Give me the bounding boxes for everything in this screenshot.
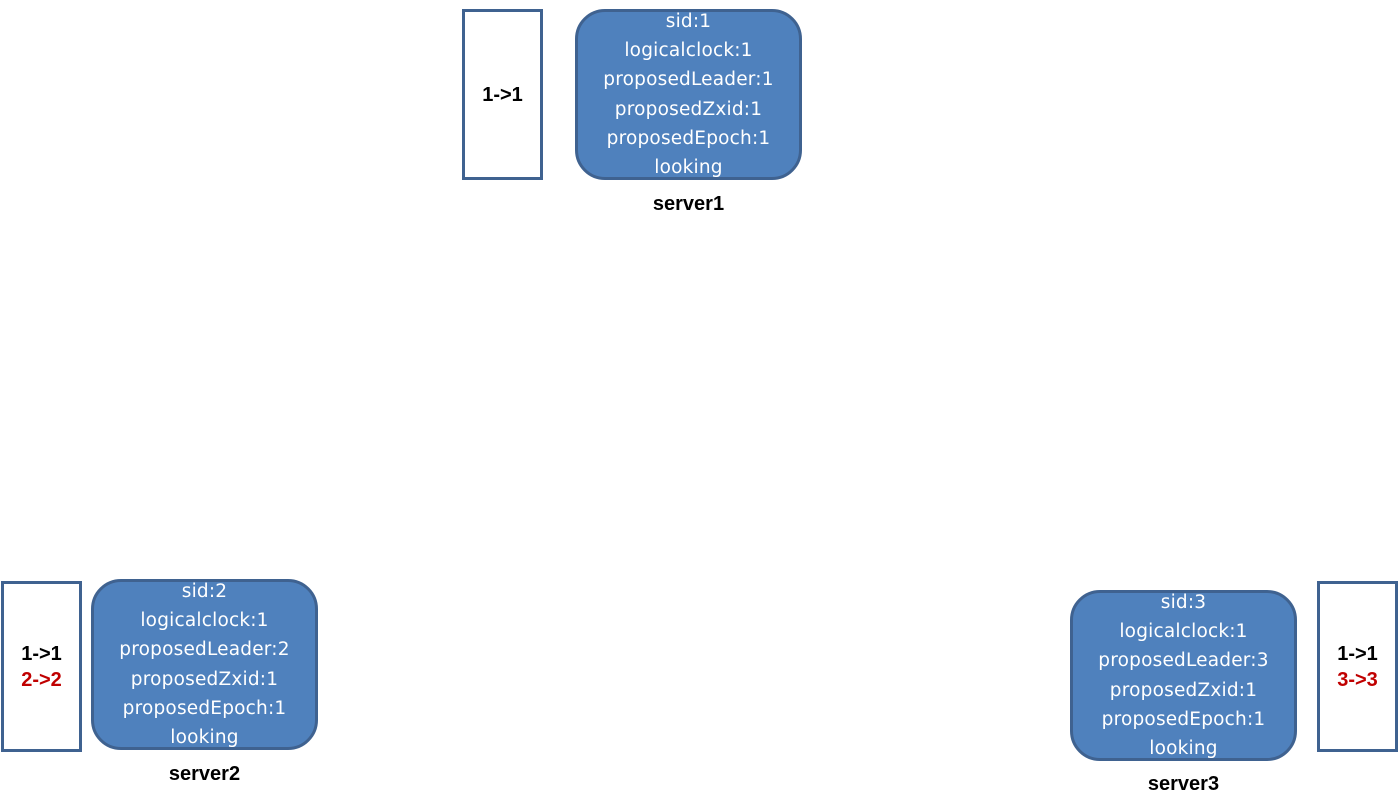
server3-proposed-epoch: proposedEpoch:1: [1101, 708, 1266, 730]
server1-vote-1: 1->1: [482, 83, 523, 106]
server2-state-box: sid:2 logicalclock:1 proposedLeader:2 pr…: [91, 579, 318, 750]
server3-state-box: sid:3 logicalclock:1 proposedLeader:3 pr…: [1070, 590, 1297, 761]
server3-vote-box: 1->1 3->3: [1317, 581, 1398, 752]
server1-status: looking: [654, 157, 723, 179]
server1-vote-box: 1->1: [462, 9, 543, 180]
server1-sid: sid:1: [665, 10, 712, 32]
server3-label: server3: [1147, 773, 1220, 795]
server3-vote-2: 3->3: [1337, 668, 1378, 691]
server3-proposed-leader: proposedLeader:3: [1098, 650, 1269, 672]
server2-proposed-epoch: proposedEpoch:1: [122, 697, 287, 719]
server2-proposed-zxid: proposedZxid:1: [130, 668, 279, 690]
server3-proposed-zxid: proposedZxid:1: [1109, 679, 1258, 701]
server2-vote-2: 2->2: [21, 668, 62, 691]
server2-label: server2: [168, 763, 241, 785]
server2-logicalclock: logicalclock:1: [140, 609, 269, 631]
server3-vote-1: 1->1: [1337, 642, 1378, 665]
server1-proposed-zxid: proposedZxid:1: [614, 98, 763, 120]
server2-status: looking: [170, 727, 239, 749]
server3-status: looking: [1149, 738, 1218, 760]
server2-vote-box: 1->1 2->2: [1, 581, 82, 752]
server3-sid: sid:3: [1160, 591, 1207, 613]
server1-label: server1: [652, 193, 725, 215]
server3-logicalclock: logicalclock:1: [1119, 620, 1248, 642]
server1-logicalclock: logicalclock:1: [624, 39, 753, 61]
server1-proposed-leader: proposedLeader:1: [603, 69, 774, 91]
server2-proposed-leader: proposedLeader:2: [119, 639, 290, 661]
server1-proposed-epoch: proposedEpoch:1: [606, 127, 771, 149]
server2-sid: sid:2: [181, 580, 228, 602]
server2-vote-1: 1->1: [21, 642, 62, 665]
server1-state-box: sid:1 logicalclock:1 proposedLeader:1 pr…: [575, 9, 802, 180]
